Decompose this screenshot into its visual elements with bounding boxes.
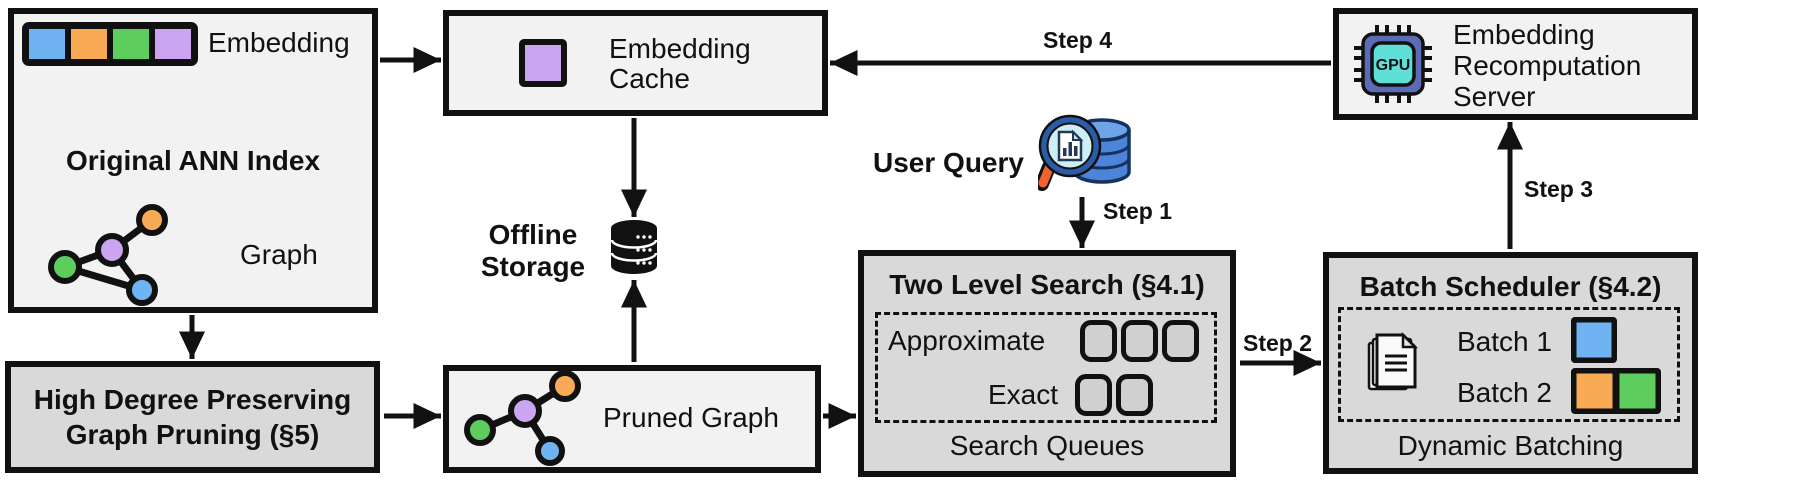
query-search-icon <box>1038 114 1131 191</box>
two-level-search-box: Two Level Search (§4.1) Approximate Exac… <box>858 250 1236 477</box>
step1-label: Step 1 <box>1103 198 1173 224</box>
queue-slot-icon <box>1162 320 1199 362</box>
step4-label: Step 4 <box>1043 27 1113 53</box>
server-line3: Server <box>1453 81 1536 112</box>
batch-scheduler-box: Batch Scheduler (§4.2) Batch 1 Batch 2 D… <box>1323 252 1698 474</box>
user-query-label: User Query <box>873 147 1024 178</box>
batch1-embedding-icon <box>1571 317 1617 363</box>
batch-scheduler-title: Batch Scheduler (§4.2) <box>1359 271 1662 302</box>
pruned-graph-icon <box>464 370 581 466</box>
embedding-cache-box: Embedding Cache <box>443 10 828 116</box>
original-ann-index-box: Embedding Original ANN Index Graph <box>8 8 378 313</box>
embedding-cache-line1: Embedding <box>609 33 751 64</box>
cached-embedding-icon <box>519 39 567 87</box>
search-queues-label: Search Queues <box>949 430 1145 461</box>
server-line2: Recomputation <box>1453 50 1642 81</box>
dynamic-batching-dashed-region <box>1338 307 1680 422</box>
database-icon <box>610 220 658 274</box>
dynamic-batching-label: Dynamic Batching <box>1397 430 1624 461</box>
graph-label: Graph <box>240 239 318 270</box>
exact-queue-icons <box>1075 374 1153 416</box>
batch1-label: Batch 1 <box>1457 326 1552 357</box>
offline-storage-line2: Storage <box>480 251 586 282</box>
embedding-vector-icon <box>22 22 198 66</box>
pruned-graph-label: Pruned Graph <box>603 402 779 433</box>
two-level-search-title: Two Level Search (§4.1) <box>889 269 1205 300</box>
queue-slot-icon <box>1075 374 1112 416</box>
server-line1: Embedding <box>1453 19 1595 50</box>
graph-pruning-title-line2: Graph Pruning (§5) <box>65 419 320 450</box>
queue-slot-icon <box>1080 320 1117 362</box>
batch2-embedding-icon <box>1571 368 1661 414</box>
step2-label: Step 2 <box>1243 330 1313 356</box>
offline-storage-line1: Offline <box>488 219 578 250</box>
exact-label: Exact <box>988 379 1059 410</box>
recomputation-server-box: GPU Embedding Recomputation Server <box>1333 8 1698 120</box>
gpu-icon: GPU <box>1354 25 1432 103</box>
search-queues-dashed-region <box>875 312 1217 423</box>
gpu-icon-label: GPU <box>1376 57 1411 74</box>
graph-pruning-title-line1: High Degree Preserving <box>33 384 352 415</box>
approximate-label: Approximate <box>888 325 1046 356</box>
pruned-graph-box: Pruned Graph <box>443 365 821 473</box>
documents-icon <box>1367 331 1418 391</box>
step3-label: Step 3 <box>1524 176 1594 202</box>
batch2-label: Batch 2 <box>1457 377 1552 408</box>
approximate-queue-icons <box>1080 320 1199 362</box>
embedding-cache-line2: Cache <box>609 63 690 94</box>
original-ann-index-title: Original ANN Index <box>65 145 321 176</box>
graph-icon <box>48 204 168 306</box>
queue-slot-icon <box>1121 320 1158 362</box>
graph-pruning-box: High Degree Preserving Graph Pruning (§5… <box>5 361 380 473</box>
queue-slot-icon <box>1116 374 1153 416</box>
offline-storage-label: Offline Storage <box>468 219 598 283</box>
embedding-label: Embedding <box>208 27 350 58</box>
